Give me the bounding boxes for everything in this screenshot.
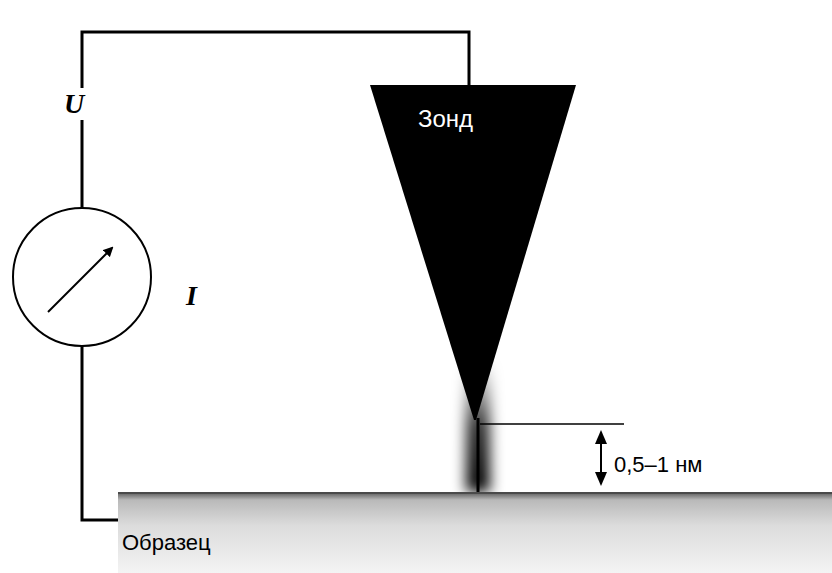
sample-surface: Образец [118,492,832,573]
ammeter-symbol [13,208,151,346]
gap-dimension-label: 0,5–1 нм [612,452,704,478]
probe-shape [370,85,576,420]
node-text: Зонд [418,105,473,133]
node-text: Образец [122,530,211,556]
probe-tip: Зонд [370,85,576,420]
voltage-label: U [62,88,86,120]
current-label: I [184,280,199,312]
gap-dimension [480,424,624,486]
